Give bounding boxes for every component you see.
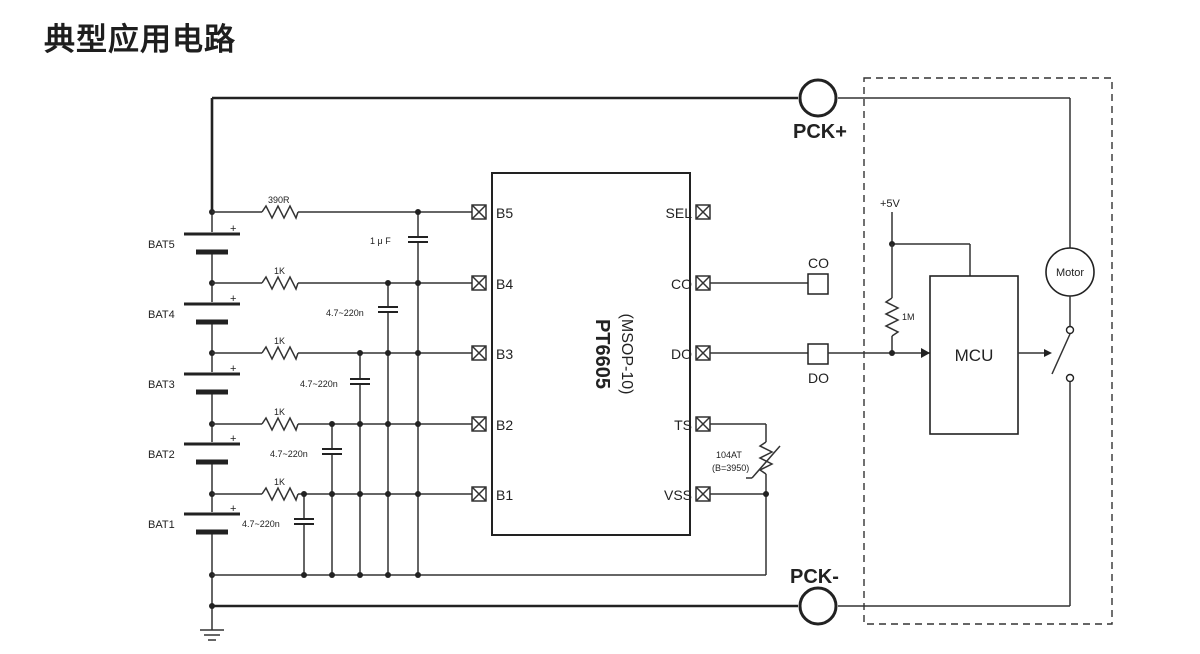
pin-b1-label: B1 (496, 487, 513, 503)
chip-package: (MSOP-10) (618, 314, 635, 395)
motor-label: Motor (1056, 267, 1084, 279)
do-terminal[interactable] (807, 343, 829, 365)
arrow-right-icon (1044, 349, 1052, 357)
supply-label: +5V (880, 198, 901, 210)
pin-sel-label: SEL (666, 205, 693, 221)
pin-do-label: DO (671, 346, 692, 362)
svg-text:+: + (230, 503, 236, 515)
r4-value: 1K (274, 266, 285, 276)
pin-b4 (471, 275, 487, 291)
resistor-r3 (212, 345, 472, 361)
mcu-block (929, 275, 1019, 435)
svg-text:+: + (230, 223, 236, 235)
bat2-label: BAT2 (148, 449, 175, 461)
load-boundary (863, 77, 1113, 625)
pin-b4-label: B4 (496, 276, 513, 292)
thermistor-part: 104AT (716, 450, 742, 460)
arrow-right-icon (921, 348, 930, 358)
battery-bat3: + (184, 363, 240, 395)
do-label: DO (808, 370, 829, 386)
c2-value: 4.7~220n (270, 449, 308, 459)
pck-minus-terminal[interactable] (798, 586, 838, 626)
mcu-label: MCU (955, 346, 994, 365)
svg-text:+: + (230, 433, 236, 445)
cap-c4 (378, 306, 398, 313)
ground-icon (200, 629, 224, 641)
co-label: CO (808, 255, 829, 271)
thermistor (746, 441, 781, 479)
pck-minus-label: PCK- (790, 566, 839, 588)
r3-value: 1K (274, 336, 285, 346)
r5-value: 390R (268, 195, 290, 205)
pin-b5 (471, 204, 487, 220)
pin-sel (695, 204, 711, 220)
r1-value: 1K (274, 477, 285, 487)
switch-icon (1051, 333, 1071, 375)
cap-c5 (408, 236, 428, 243)
bat3-label: BAT3 (148, 379, 175, 391)
battery-bat4: + (184, 293, 240, 325)
battery-bat2: + (184, 433, 240, 465)
pin-b5-label: B5 (496, 205, 513, 221)
pin-vss (695, 486, 711, 502)
pullup-value: 1M (902, 312, 915, 322)
pin-ts-label: TS (674, 417, 692, 433)
chip-name: PT6605 (591, 319, 613, 389)
pin-b1 (471, 486, 487, 502)
pck-plus-terminal[interactable] (798, 78, 838, 118)
bat1-label: BAT1 (148, 519, 175, 531)
pin-co-label: CO (671, 276, 692, 292)
battery-bat1: + (184, 503, 240, 535)
cap-c1 (294, 518, 314, 525)
pin-b2-label: B2 (496, 417, 513, 433)
bat4-label: BAT4 (148, 309, 175, 321)
thermistor-beta: (B=3950) (712, 463, 749, 473)
page-title: 典型应用电路 (44, 22, 236, 58)
r2-value: 1K (274, 407, 285, 417)
c5-value: 1 μ F (370, 236, 391, 246)
pin-b3-label: B3 (496, 346, 513, 362)
svg-text:+: + (230, 363, 236, 375)
battery-bat5: + (184, 223, 240, 255)
pck-plus-label: PCK+ (793, 121, 847, 143)
chip-body (491, 172, 691, 536)
svg-text:+: + (230, 293, 236, 305)
cap-c3 (350, 378, 370, 385)
c3-value: 4.7~220n (300, 379, 338, 389)
pin-ts (695, 416, 711, 432)
resistor-r1 (212, 486, 472, 502)
pin-co (695, 275, 711, 291)
pin-b2 (471, 416, 487, 432)
pin-b3 (471, 345, 487, 361)
resistor-r4 (212, 275, 472, 291)
bat5-label: BAT5 (148, 239, 175, 251)
co-terminal[interactable] (807, 273, 829, 295)
c4-value: 4.7~220n (326, 308, 364, 318)
pin-do (695, 345, 711, 361)
cap-c2 (322, 448, 342, 455)
resistor-r2 (212, 416, 472, 432)
resistor-r5 (212, 204, 472, 220)
pin-vss-label: VSS (664, 487, 692, 503)
pullup-resistor (884, 297, 900, 337)
c1-value: 4.7~220n (242, 519, 280, 529)
